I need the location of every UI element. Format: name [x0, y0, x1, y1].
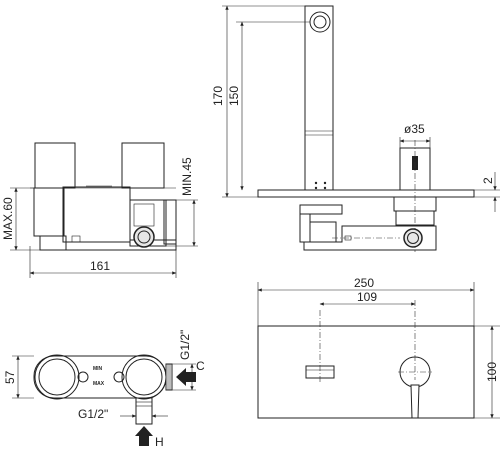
top-depth-label: 57	[3, 370, 17, 384]
cold-inlet-arrow-icon	[176, 368, 196, 386]
front-view: 161 MAX.60 MIN.45	[1, 142, 198, 278]
plate-width-label: 250	[354, 276, 374, 290]
front-left-foot	[39, 235, 67, 251]
front-left-box	[33, 187, 65, 237]
side-valve-body	[303, 225, 437, 251]
front-max-height-label: MAX.60	[1, 197, 15, 240]
side-cover-plate	[257, 189, 475, 198]
side-outlet	[403, 228, 423, 248]
cold-inlet-label: C	[196, 359, 205, 373]
top-view: MIN MAX 57 G1/2" G1/2" C H	[3, 330, 205, 449]
front-left-block	[34, 142, 76, 189]
front-min-depth-label: MIN.45	[180, 157, 194, 196]
hot-inlet-label: H	[155, 435, 164, 449]
side-height-150-label: 150	[227, 86, 241, 106]
top-thread-right-label: G1/2"	[178, 330, 192, 360]
side-spout	[304, 5, 334, 191]
plate-spout-offset-label: 109	[357, 290, 377, 304]
hot-inlet-arrow-icon	[135, 426, 153, 446]
top-left-cap	[34, 354, 80, 400]
top-cold-connector	[165, 363, 173, 391]
side-height-170-label: 170	[211, 86, 225, 106]
side-diameter-label: ø35	[404, 122, 425, 136]
front-width-label: 161	[90, 259, 110, 273]
plate-outline	[257, 325, 475, 419]
top-min-marking: MIN	[93, 366, 103, 372]
side-outlet-ring	[309, 11, 331, 33]
plate-view: 250 109 100	[257, 276, 500, 419]
top-right-cap	[121, 354, 167, 400]
plate-height-label: 100	[485, 362, 499, 382]
plate-handle-lever	[410, 384, 420, 419]
side-view: 170 150 ø35 2	[211, 5, 500, 252]
top-thread-bottom-label: G1/2"	[78, 407, 108, 421]
front-body	[62, 186, 131, 243]
top-max-marking: MAX	[93, 381, 105, 387]
front-outlet	[133, 226, 155, 248]
front-right-block	[121, 142, 165, 189]
top-body	[33, 355, 167, 399]
side-plate-thickness-label: 2	[481, 177, 495, 184]
